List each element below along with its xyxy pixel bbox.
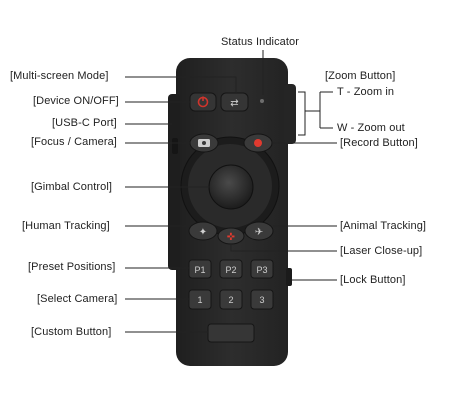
label-human-tracking: [Human Tracking] — [22, 220, 110, 232]
preset-key-2-label: P2 — [225, 265, 236, 275]
zoom-rocker[interactable] — [284, 84, 296, 144]
preset-key-3-label: P3 — [256, 265, 267, 275]
camera-key-1-label: 1 — [197, 295, 202, 305]
animal-tracking-button[interactable]: ✈ — [244, 221, 274, 241]
camera-key-2[interactable]: 2 — [219, 289, 243, 310]
camera-key-3-label: 3 — [259, 295, 264, 305]
focus-camera-button[interactable] — [189, 133, 219, 153]
preset-key-1-label: P1 — [194, 265, 205, 275]
record-dot — [254, 139, 262, 147]
leader-zoom-bracket — [298, 91, 306, 136]
label-device-on-off: [Device ON/OFF] — [33, 95, 119, 107]
record-button[interactable] — [243, 133, 273, 153]
usb-c-port — [172, 138, 178, 154]
label-zoom-button: [Zoom Button] — [325, 70, 396, 82]
laser-icon: ✜ — [227, 232, 235, 243]
label-lock-button: [Lock Button] — [340, 274, 406, 286]
status-led — [260, 99, 264, 103]
leader-multi-screen — [125, 76, 237, 93]
label-preset-positions: [Preset Positions] — [28, 261, 116, 273]
label-multi-screen-mode: [Multi-screen Mode] — [10, 70, 109, 82]
person-icon: ✦ — [199, 227, 207, 238]
animal-icon: ✈ — [255, 227, 263, 238]
camera-key-3[interactable]: 3 — [250, 289, 274, 310]
label-animal-tracking: [Animal Tracking] — [340, 220, 427, 232]
camera-key-1[interactable]: 1 — [188, 289, 212, 310]
label-zoom-in: T - Zoom in — [337, 86, 395, 98]
preset-key-3[interactable]: P3 — [250, 259, 274, 279]
label-laser-close-up: [Laser Close-up] — [340, 245, 423, 257]
label-record-button: [Record Button] — [340, 137, 418, 149]
laser-close-up-button[interactable]: ✜ — [217, 227, 245, 245]
label-gimbal-control: [Gimbal Control] — [31, 181, 113, 193]
lock-switch[interactable] — [286, 268, 292, 286]
preset-key-2[interactable]: P2 — [219, 259, 243, 279]
label-usb-c-port: [USB-C Port] — [52, 117, 117, 129]
leader-lines — [125, 50, 337, 333]
label-status-indicator: Status Indicator — [221, 36, 300, 48]
label-zoom-out: W - Zoom out — [337, 122, 405, 134]
swap-icon: ⇄ — [230, 98, 238, 109]
gimbal-joystick[interactable] — [208, 164, 254, 210]
human-tracking-button[interactable]: ✦ — [188, 221, 218, 241]
label-focus-camera: [Focus / Camera] — [31, 136, 117, 148]
label-select-camera: [Select Camera] — [37, 293, 118, 305]
camera-key-2-label: 2 — [228, 295, 233, 305]
leader-laser — [230, 244, 337, 252]
multi-screen-button[interactable]: ⇄ — [220, 92, 249, 112]
label-custom-button: [Custom Button] — [31, 326, 112, 338]
preset-key-1[interactable]: P1 — [188, 259, 212, 279]
custom-button[interactable] — [207, 323, 255, 343]
power-button[interactable] — [189, 92, 217, 112]
